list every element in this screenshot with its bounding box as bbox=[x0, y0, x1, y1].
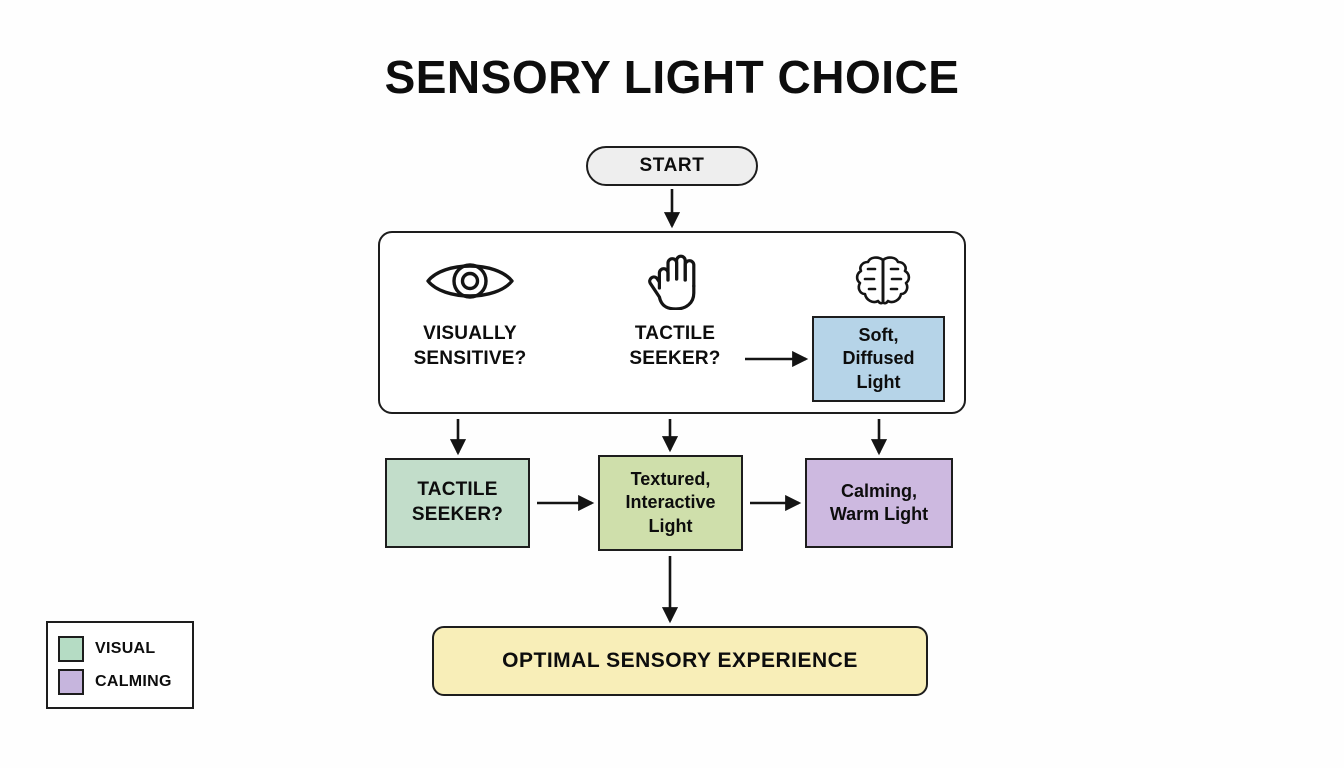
branch-visually-sensitive[interactable]: VISUALLY SENSITIVE? bbox=[385, 253, 555, 371]
legend-swatch-calming bbox=[58, 668, 84, 695]
node-tactile-seeker-line1: TACTILE bbox=[417, 479, 498, 501]
branch-label-line2: SEEKER? bbox=[629, 348, 721, 370]
node-calming-line1: Calming, bbox=[840, 480, 917, 501]
branch-visually-sensitive-label: VISUALLY SENSITIVE? bbox=[414, 321, 527, 371]
node-soft-diffused-light[interactable]: Soft, Diffused Light bbox=[812, 316, 945, 402]
start-node-label: START bbox=[639, 155, 705, 176]
node-textured-line3: Light bbox=[648, 515, 693, 536]
node-tactile-seeker-line2: SEEKER? bbox=[411, 504, 504, 525]
branch-label-line1: VISUALLY bbox=[423, 323, 517, 344]
branch-tactile-seeker[interactable]: TACTILE SEEKER? bbox=[590, 253, 760, 371]
legend-label-calming: CALMING bbox=[95, 672, 172, 690]
node-soft-line1: Soft, bbox=[858, 324, 899, 345]
legend-swatch-visual bbox=[58, 635, 84, 662]
legend-item-visual: VISUAL bbox=[58, 632, 182, 665]
node-soft-line3: Light bbox=[856, 371, 901, 392]
branch-tactile-seeker-label: TACTILE SEEKER? bbox=[629, 321, 720, 371]
branch-label-line1: TACTILE bbox=[634, 323, 716, 344]
hand-icon bbox=[648, 253, 702, 310]
node-textured-interactive-light[interactable]: Textured, Interactive Light bbox=[598, 455, 743, 551]
node-tactile-seeker[interactable]: TACTILE SEEKER? bbox=[385, 458, 530, 548]
node-optimal-label: OPTIMAL SENSORY EXPERIENCE bbox=[502, 649, 858, 672]
legend-label-visual: VISUAL bbox=[95, 639, 156, 657]
branch-brain[interactable] bbox=[798, 253, 968, 309]
start-node[interactable]: START bbox=[586, 146, 758, 186]
node-calming-line2: Warm Light bbox=[829, 504, 929, 524]
node-optimal-sensory-experience[interactable]: OPTIMAL SENSORY EXPERIENCE bbox=[432, 626, 928, 696]
eye-icon bbox=[422, 253, 518, 309]
brain-icon bbox=[852, 253, 914, 309]
node-calming-warm-light[interactable]: Calming, Warm Light bbox=[805, 458, 953, 548]
legend: VISUAL CALMING bbox=[46, 621, 194, 709]
node-textured-line2: Interactive bbox=[625, 492, 716, 513]
node-soft-line2: Diffused bbox=[842, 348, 915, 369]
branch-label-line2: SENSITIVE? bbox=[413, 348, 527, 370]
node-textured-line1: Textured, bbox=[630, 468, 711, 489]
legend-item-calming: CALMING bbox=[58, 665, 182, 698]
page-title: SENSORY LIGHT CHOICE bbox=[384, 51, 960, 103]
